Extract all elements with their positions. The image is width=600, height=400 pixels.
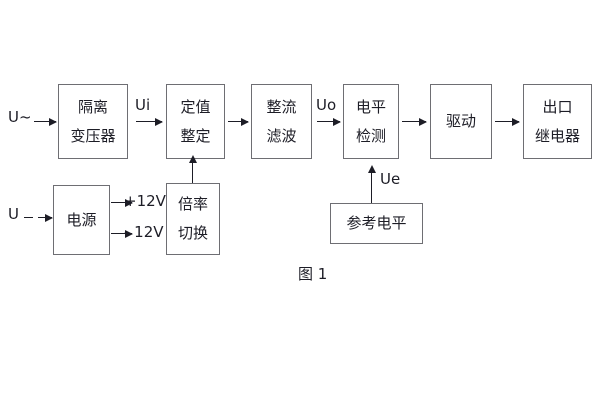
block-level-detection-line-2: 检测 [355, 126, 386, 145]
block-isolation-transformer: 隔离 变压器 [58, 84, 128, 159]
block-power-supply: 电源 [53, 185, 110, 255]
arrow-reference-level-to-level-detection [367, 165, 376, 203]
block-drive-line-1: 驱动 [445, 112, 476, 130]
figure-caption: 图 1 [298, 265, 328, 283]
block-isolation-transformer-line-2: 变压器 [70, 126, 116, 145]
arrow-isolation-transformer-to-setting-value [136, 117, 163, 126]
block-power-supply-line-1: 电源 [66, 210, 97, 229]
block-output-relay-line-1: 出口 [542, 97, 573, 116]
block-multiplier-switch: 倍率 切换 [166, 183, 220, 255]
arrow-setting-value-to-rectify-filter [228, 117, 249, 126]
ui-signal-label: Ui [135, 96, 151, 114]
block-isolation-transformer-line-1: 隔离 [77, 97, 108, 116]
arrow-power-supply-negative-rail [111, 229, 133, 238]
dc-input-label: U [8, 205, 19, 223]
block-output-relay-line-2: 继电器 [534, 126, 580, 145]
ac-input-label: U~ [8, 108, 32, 126]
rail-positive-label: +12V [124, 192, 166, 210]
arrow-level-detection-to-drive [402, 117, 427, 126]
dc-input-dash-mark [24, 217, 33, 218]
block-rectify-filter-line-2: 滤波 [266, 126, 297, 145]
block-setting-value-line-2: 整定 [180, 126, 211, 145]
block-output-relay: 出口 继电器 [523, 84, 592, 159]
block-rectify-filter: 整流 滤波 [251, 84, 312, 159]
arrow-ac-input-to-isolation-transformer [34, 117, 57, 126]
ue-signal-label: Ue [380, 170, 401, 188]
arrow-drive-to-output-relay [495, 117, 520, 126]
arrow-multiplier-switch-to-setting-value [188, 155, 197, 183]
block-setting-value: 定值 整定 [166, 84, 225, 159]
block-multiplier-switch-line-2: 切换 [177, 224, 208, 242]
block-multiplier-switch-line-1: 倍率 [177, 195, 208, 213]
uo-signal-label: Uo [316, 96, 337, 114]
block-level-detection-line-1: 电平 [355, 97, 386, 116]
block-level-detection: 电平 检测 [343, 84, 399, 159]
block-setting-value-line-1: 定值 [180, 97, 211, 116]
arrow-power-supply-positive-rail [111, 198, 133, 207]
block-reference-level-line-1: 参考电平 [346, 214, 407, 232]
arrow-dc-input-to-power-supply [38, 213, 53, 222]
block-reference-level: 参考电平 [330, 203, 423, 244]
rail-negative-label: - 12V [124, 223, 164, 241]
block-rectify-filter-line-1: 整流 [266, 97, 297, 116]
block-drive: 驱动 [430, 84, 492, 159]
arrow-rectify-filter-to-level-detection [317, 117, 341, 126]
